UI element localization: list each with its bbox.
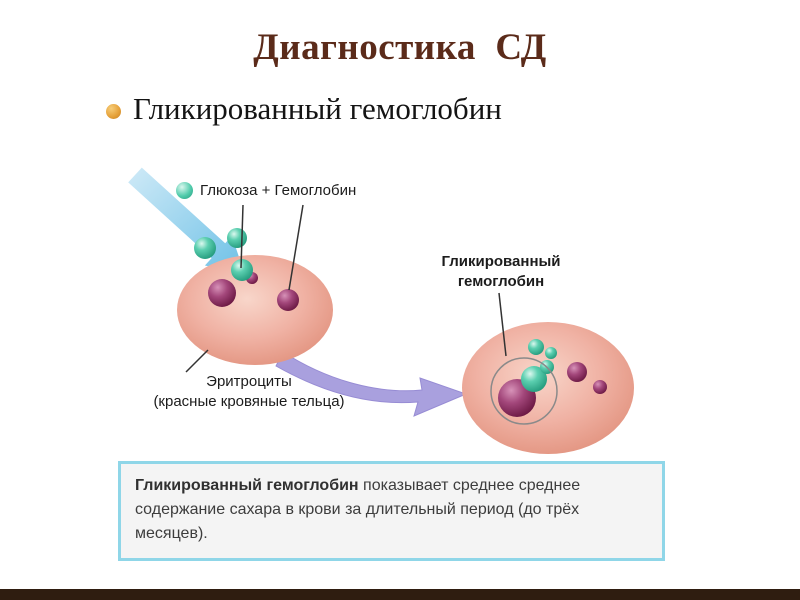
erythrocytes-label: Эритроциты (красные кровяные тельца) <box>118 372 380 413</box>
diagram-graphic <box>128 167 634 454</box>
erythrocyte-left <box>177 255 333 365</box>
erythrocytes-label-line2: (красные кровяные тельца) <box>153 393 345 411</box>
pointer-lines <box>185 204 507 373</box>
glycated-label-line1: Гликированный <box>441 253 561 270</box>
glucose-hemoglobin-label: Глюкоза + Гемоглобин <box>200 182 357 199</box>
definition-infobox: Гликированный гемоглобин показывает сред… <box>118 461 665 561</box>
bullet-marker-icon <box>106 104 121 119</box>
glucose-legend-icon <box>176 182 193 199</box>
footer-bar <box>0 589 800 600</box>
slide-title: Диагностика СД <box>253 27 547 68</box>
glycated-hemoglobin-label: Гликированный гемоглобин <box>418 252 584 293</box>
glycated-cluster-outline <box>490 357 558 425</box>
bullet-item: Гликированный гемоглобин <box>106 90 746 127</box>
infobox-body: показывает среднее среднее содержание са… <box>135 477 581 542</box>
erythrocyte-right <box>462 322 634 454</box>
bullet-text: Гликированный гемоглобин <box>133 91 502 126</box>
erythrocytes-label-line1: Эритроциты <box>206 373 292 390</box>
purple-arrow <box>275 351 468 417</box>
infobox-term: Гликированный гемоглобин <box>135 477 359 494</box>
glycated-label-line2: гемоглобин <box>457 273 545 291</box>
